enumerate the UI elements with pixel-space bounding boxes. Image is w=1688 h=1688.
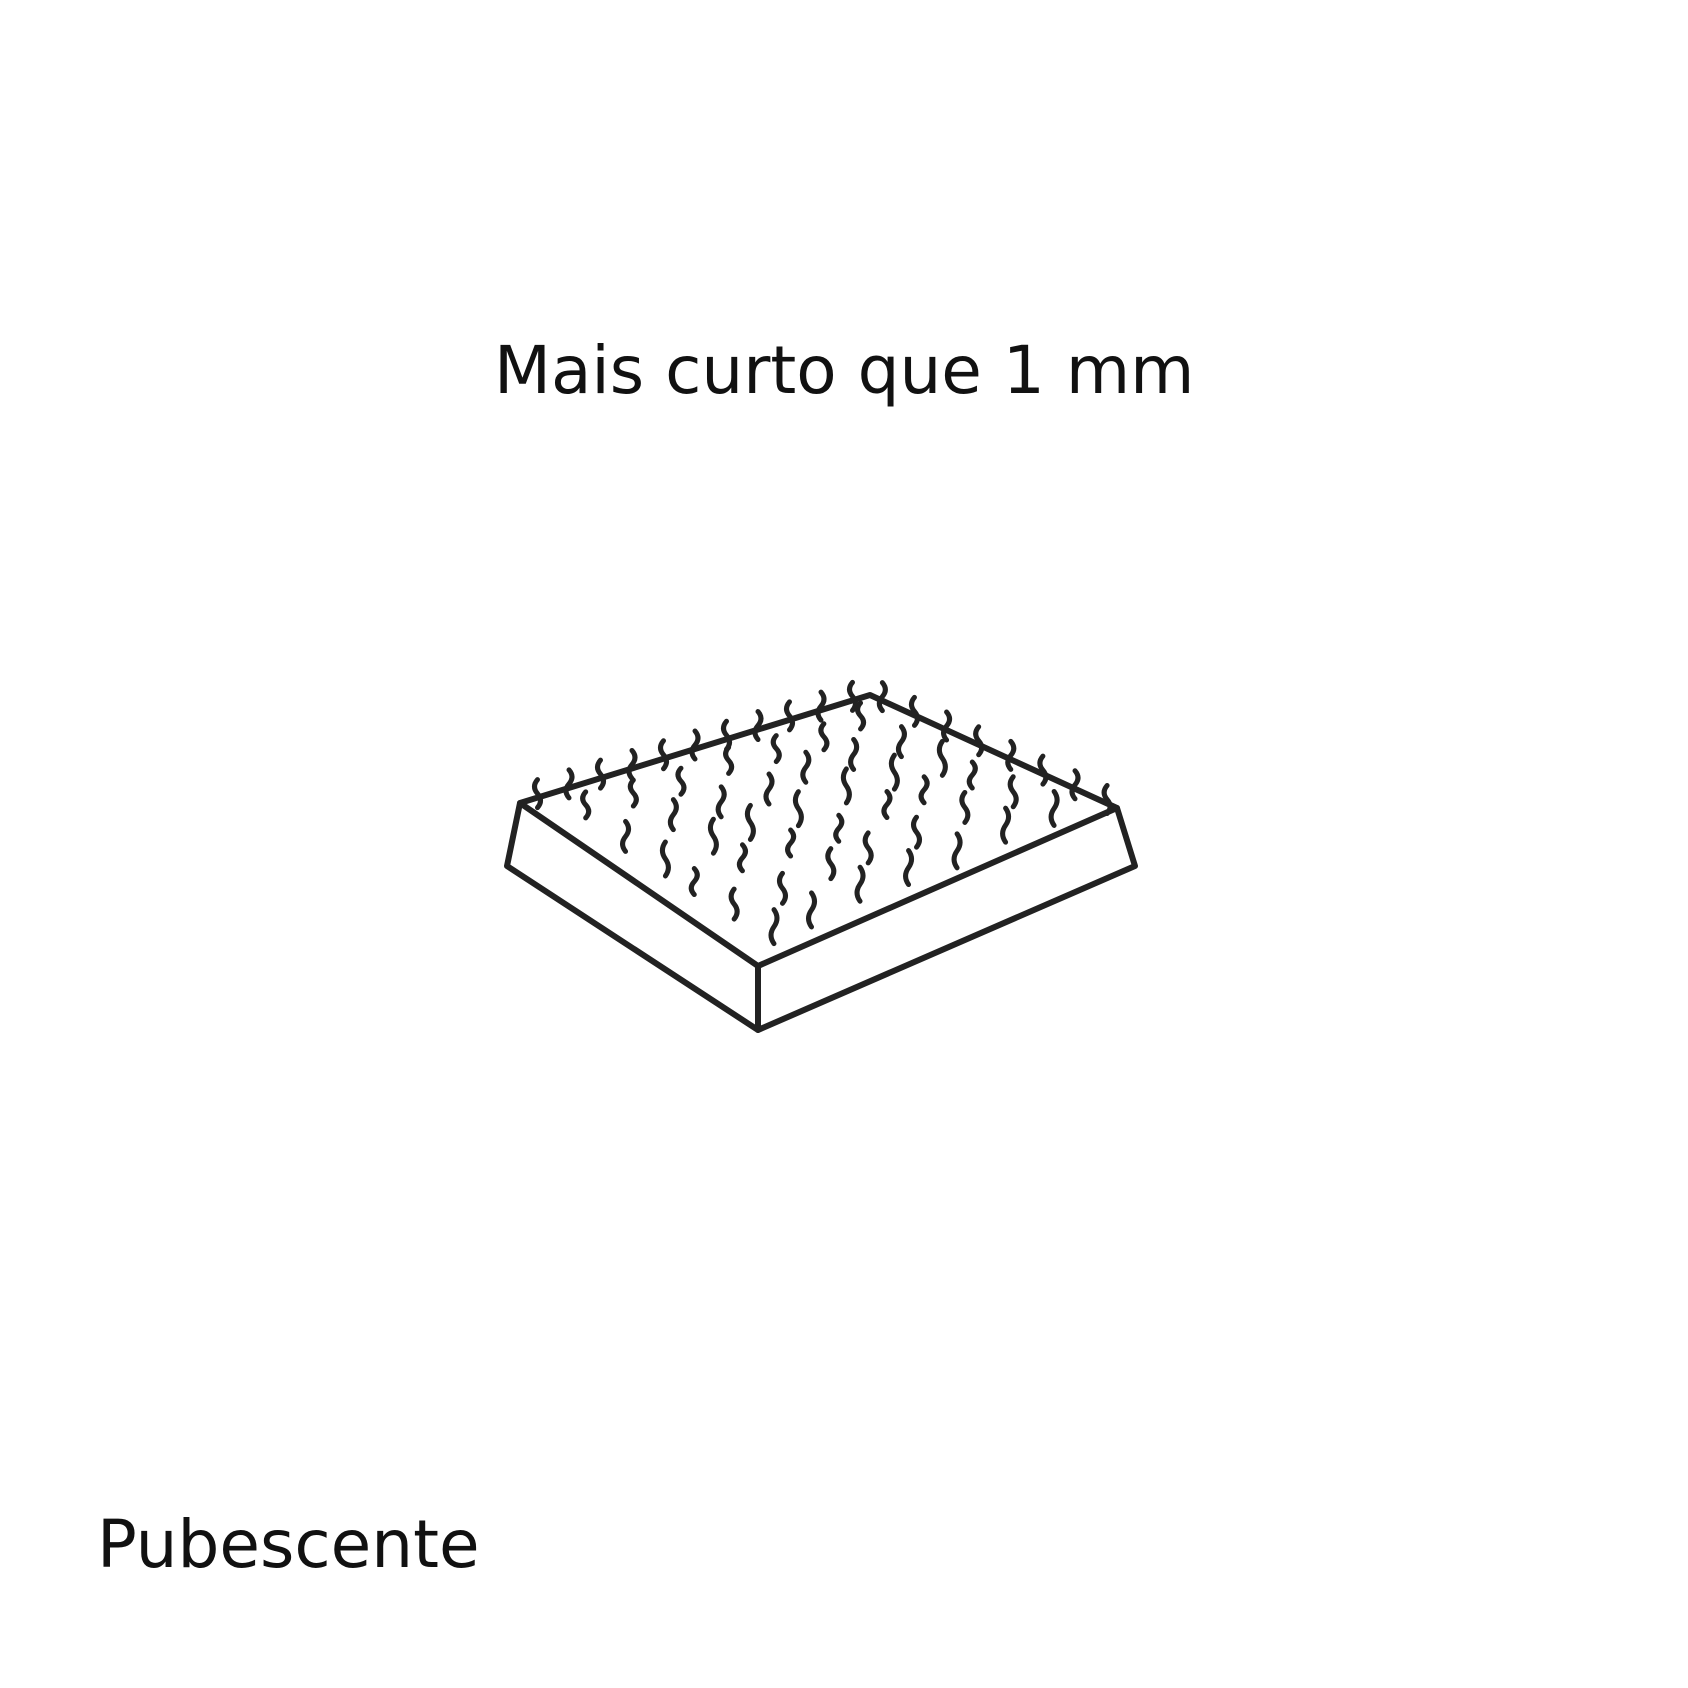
hair-mark [815, 689, 827, 723]
hair-mark [784, 699, 795, 733]
hair-mark [941, 709, 953, 743]
hair-mark [626, 747, 638, 781]
hair-mark [1069, 768, 1081, 802]
hair-mark [723, 744, 735, 776]
hair-mark [1007, 774, 1019, 810]
hair-mark [1037, 753, 1049, 787]
hair-mark [973, 724, 985, 758]
hair-mark [776, 870, 788, 906]
hair-mark [840, 766, 852, 806]
hair-mark [911, 814, 922, 850]
hair-mark [595, 757, 606, 791]
hair-mark [752, 709, 764, 743]
hair-mark [532, 777, 543, 811]
hair-mark [627, 777, 639, 809]
hair-mark [785, 827, 797, 859]
hair-mark [908, 694, 920, 728]
slab-left-side [504, 800, 761, 1033]
hair-mark [848, 736, 860, 772]
hair-mark [768, 907, 780, 947]
hair-mark [707, 816, 719, 856]
hair-mark [876, 680, 888, 714]
hair-mark [728, 886, 740, 922]
hair-mark [862, 830, 874, 866]
hair-mark [918, 774, 930, 806]
hair-mark [715, 784, 727, 820]
hair-mark [620, 818, 632, 854]
hair-mark [951, 831, 963, 871]
slab-right-side [755, 805, 1138, 1033]
hair-mark [658, 738, 669, 772]
hair-mark [580, 789, 592, 821]
hair-mark [763, 771, 775, 807]
hair-mark [847, 679, 858, 713]
hair-mark [855, 700, 867, 732]
hair-mark [854, 864, 866, 904]
hair-mark [689, 728, 701, 762]
hair-mark [736, 842, 748, 874]
hair-mark [888, 752, 900, 792]
hair-mark [667, 797, 679, 833]
hair-mark [1000, 805, 1012, 845]
hair-mark [1005, 738, 1017, 772]
hair-mark [959, 789, 971, 825]
hair-mark [1101, 782, 1113, 816]
hair-mark [744, 802, 756, 842]
hair-mark [1048, 788, 1060, 828]
hair-mark [563, 767, 575, 801]
hair-mark [800, 749, 812, 785]
pubescent-leaf-surface-icon [504, 679, 1138, 1033]
hair-mark [675, 765, 687, 797]
hair-mark [792, 789, 804, 829]
hair-mark [895, 724, 907, 760]
hair-mark [903, 848, 915, 888]
hair-mark [881, 789, 893, 821]
hair-mark [770, 733, 782, 765]
hair-mark [833, 812, 845, 844]
hair-mark [818, 721, 830, 753]
hair-mark [966, 759, 978, 791]
length-caption: Mais curto que 1 mm [494, 332, 1195, 409]
slab-top-face [517, 692, 1120, 969]
term-label: Pubescente [97, 1506, 480, 1583]
hair-mark [825, 846, 837, 882]
hair-mark [659, 839, 671, 879]
hair-mark [688, 866, 700, 898]
hair-mark [936, 738, 948, 778]
hair-mark [806, 890, 818, 930]
